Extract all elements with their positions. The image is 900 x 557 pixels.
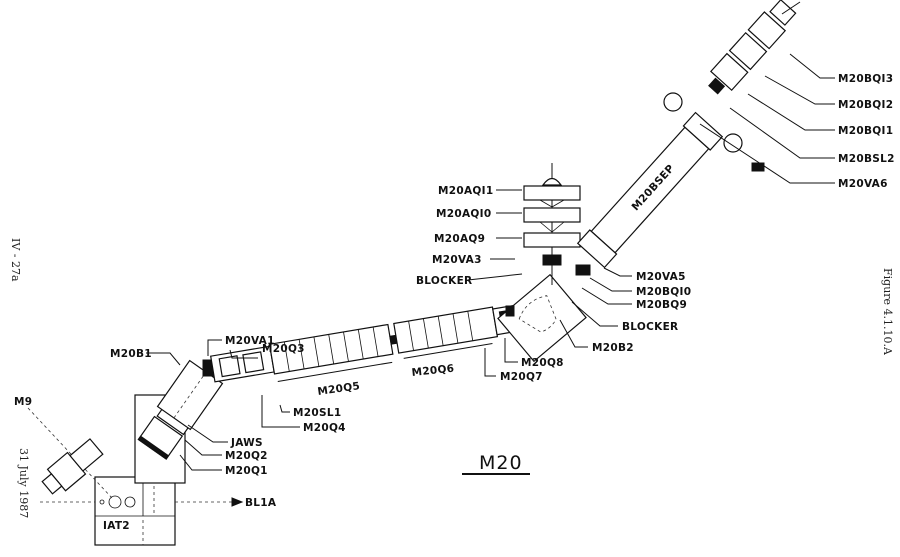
label-m20bq13: M20BQI3 bbox=[838, 73, 893, 85]
label-m20va5: M20VA5 bbox=[636, 271, 686, 283]
label-blocker-b: BLOCKER bbox=[622, 321, 678, 333]
m9-channel: M9 bbox=[14, 396, 113, 499]
label-m20aq9: M20AQ9 bbox=[434, 233, 485, 245]
title-text: M20 bbox=[479, 452, 523, 474]
label-m20aq10: M20AQI0 bbox=[436, 208, 491, 220]
m20-first-leg bbox=[134, 359, 224, 484]
label-m20q6: M20Q6 bbox=[411, 363, 455, 379]
label-m20bq11: M20BQI1 bbox=[838, 125, 893, 137]
figure-caption: Figure 4.1.10.A bbox=[881, 268, 894, 355]
label-m20b1: M20B1 bbox=[110, 348, 152, 360]
label-m20q3: M20Q3 bbox=[262, 343, 305, 355]
label-m20q1: M20Q1 bbox=[225, 465, 268, 477]
label-m20bq12: M20BQI2 bbox=[838, 99, 893, 111]
label-blocker-a: BLOCKER bbox=[416, 275, 472, 287]
target-station-iat2: BL1A IAT2 bbox=[40, 476, 277, 546]
m20b2-bend bbox=[497, 273, 587, 363]
label-m20aq11: M20AQI1 bbox=[438, 185, 493, 197]
label-iat2: IAT2 bbox=[103, 520, 130, 532]
m20-b-branch: M20BSEP bbox=[575, 0, 801, 276]
diagram-title: M20 bbox=[462, 452, 530, 475]
label-m20va6: M20VA6 bbox=[838, 178, 888, 190]
label-m20q4: M20Q4 bbox=[303, 422, 346, 434]
label-m20bq10: M20BQI0 bbox=[636, 286, 691, 298]
m20-a-branch bbox=[523, 163, 581, 285]
label-m20sl1: M20SL1 bbox=[293, 407, 341, 419]
page-reference: IV - 27a bbox=[9, 238, 22, 282]
label-jaws: JAWS bbox=[230, 437, 263, 449]
label-m20q7: M20Q7 bbox=[500, 371, 543, 383]
label-m20q5: M20Q5 bbox=[317, 380, 361, 398]
component-labels: M20BQI3 M20BQI2 M20BQI1 M20BSL2 M20VA6 M… bbox=[110, 73, 895, 477]
label-m20va1: M20VA1 bbox=[225, 335, 275, 347]
label-m20va3: M20VA3 bbox=[432, 254, 482, 266]
document-date: 31 July 1987 bbox=[17, 448, 30, 519]
label-m20bq9: M20BQ9 bbox=[636, 299, 687, 311]
label-m20b2: M20B2 bbox=[592, 342, 634, 354]
label-m20bsl2: M20BSL2 bbox=[838, 153, 895, 165]
leader-lines bbox=[146, 53, 835, 471]
label-m9: M9 bbox=[14, 396, 32, 408]
label-m20q8: M20Q8 bbox=[521, 357, 564, 369]
label-m20q2: M20Q2 bbox=[225, 450, 268, 462]
label-bl1a: BL1A bbox=[245, 497, 277, 509]
